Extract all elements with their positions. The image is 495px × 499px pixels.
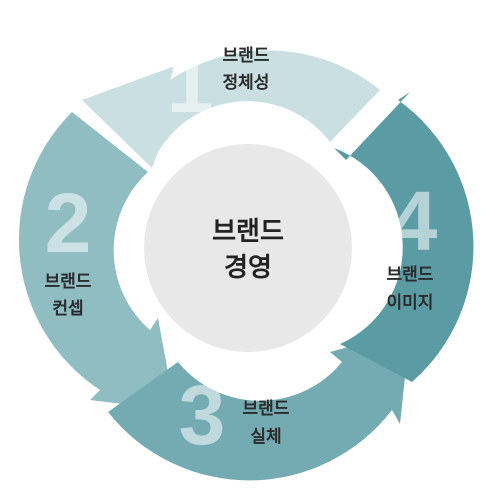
stage-2-arrow [18,112,175,410]
center-label-line1: 브랜드 [212,217,284,247]
stage-3-label-line2: 실체 [250,427,281,447]
stage-1-label-line2: 정체성 [223,73,270,93]
stage-1-number: 1 [167,36,214,130]
stage-2-label-line1: 브랜드 [45,272,92,292]
stage-3-number: 3 [179,368,226,462]
stage-1-arrow [82,50,380,168]
stage-4-arrow [334,92,474,382]
stage-2-number: 2 [45,176,92,270]
stage-3-arrow [108,330,410,481]
stage-3-label-line1: 브랜드 [243,399,290,419]
center-circle [144,144,352,352]
stage-4-number: 4 [391,174,438,268]
stage-2-label-line2: 컨셉 [52,299,83,319]
stage-4-label-line2: 이미지 [387,293,434,313]
stage-1-label-line1: 브랜드 [223,46,270,66]
center-label-line2: 경영 [224,253,272,283]
stage-4-label-line1: 브랜드 [387,265,434,285]
